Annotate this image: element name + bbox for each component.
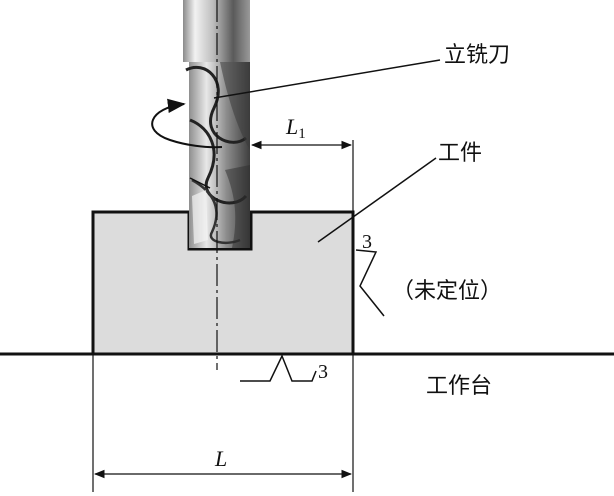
flute-tick-1 xyxy=(189,177,211,189)
bottom-locating-symbol xyxy=(240,354,317,382)
l-dimension-label: L xyxy=(214,446,227,471)
flute-highlight xyxy=(192,190,208,244)
worktable-label: 工作台 xyxy=(426,374,492,399)
flute-helix-1 xyxy=(185,65,247,144)
unlocated-note: （未定位） xyxy=(392,279,502,304)
flute-helix-2 xyxy=(189,118,248,205)
workpiece-label: 工件 xyxy=(438,141,482,166)
flute-helix-3 xyxy=(191,178,241,244)
flute-shadow-lower xyxy=(225,165,250,248)
flute-shadow xyxy=(220,62,250,150)
workpiece-leader-line xyxy=(317,157,437,243)
tool-leader-line xyxy=(213,59,441,99)
bottom-constraint-count: 3 xyxy=(318,361,328,383)
side-locating-symbol xyxy=(355,249,385,317)
side-constraint-count: 3 xyxy=(362,231,372,253)
end-mill-label: 立铣刀 xyxy=(444,43,510,68)
l1-dimension-label: L1 xyxy=(285,114,306,142)
rotation-arrow xyxy=(151,98,223,149)
